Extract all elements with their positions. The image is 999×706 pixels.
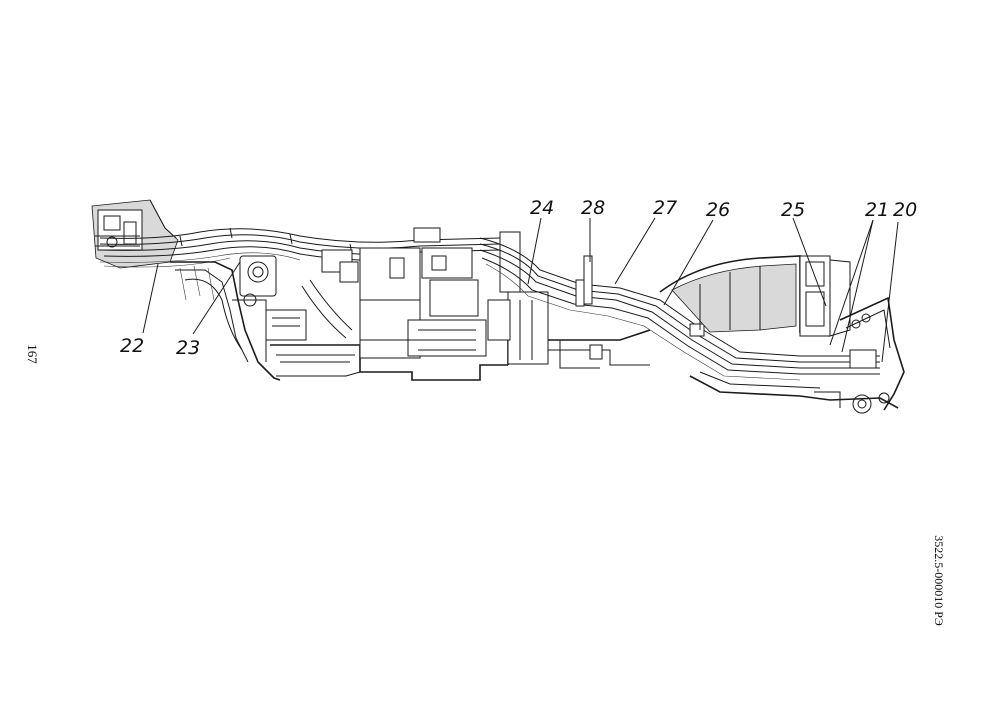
leader-24 xyxy=(527,217,542,285)
leader-23 xyxy=(192,261,241,335)
front-axle xyxy=(689,296,905,414)
leader-21b xyxy=(841,219,874,353)
leader-21a xyxy=(829,219,874,346)
callout-27: 27 xyxy=(653,197,677,219)
callout-28: 28 xyxy=(581,197,605,219)
callout-labels: 22 23 24 28 27 26 25 21 20 xyxy=(120,197,917,359)
callout-25: 25 xyxy=(781,199,805,221)
leader-27 xyxy=(614,217,656,285)
callout-22: 22 xyxy=(120,335,144,357)
leader-25 xyxy=(792,217,827,307)
leader-lines xyxy=(142,217,899,363)
callout-20: 20 xyxy=(893,199,917,221)
callout-24: 24 xyxy=(530,197,554,219)
center-tank-block xyxy=(301,227,487,359)
leader-26 xyxy=(663,219,714,306)
callout-21: 21 xyxy=(865,199,889,221)
front-engine-housing xyxy=(659,255,851,337)
rear-frame xyxy=(170,255,307,381)
callout-26: 26 xyxy=(706,199,730,221)
rear-cab-assembly xyxy=(91,199,179,269)
middle-coupling xyxy=(487,231,549,365)
leader-20 xyxy=(881,221,899,363)
leader-22 xyxy=(142,263,159,334)
callout-23: 23 xyxy=(176,337,200,359)
